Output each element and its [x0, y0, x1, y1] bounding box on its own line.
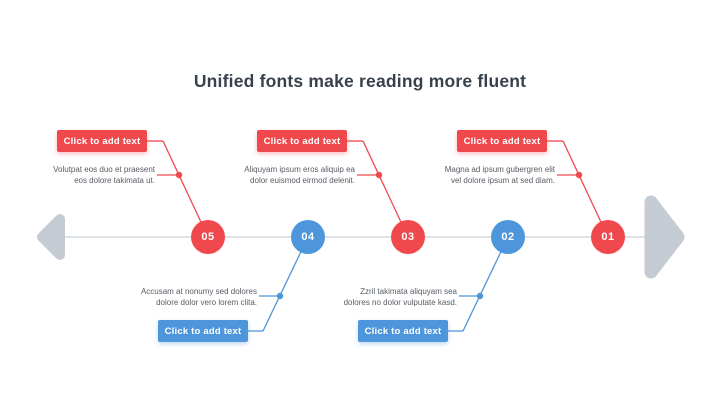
milestone-node-02: 02: [491, 220, 525, 254]
milestone-description-03: Aliquyam ipsum eros aliquip ea dolor eui…: [244, 165, 355, 185]
timeline-start-arrow-icon: [37, 214, 65, 260]
add-text-button-05[interactable]: Click to add text: [57, 130, 147, 152]
connector-dot: [276, 292, 284, 300]
add-text-button-02[interactable]: Click to add text: [358, 320, 448, 342]
slide-title: Unified fonts make reading more fluent: [193, 71, 527, 91]
milestone-description-02: Zzril takimata aliquyam sea dolores no d…: [343, 287, 457, 307]
add-text-button-04[interactable]: Click to add text: [158, 320, 248, 342]
milestone-node-04: 04: [291, 220, 325, 254]
milestone-description-05: Volutpat eos duo et praesent eos dolore …: [53, 165, 155, 185]
timeline-end-arrow-icon: [644, 195, 685, 279]
milestone-node-05: 05: [191, 220, 225, 254]
connector-dot: [575, 171, 583, 179]
milestone-description-04: Accusam at nonumy sed dolores dolore dol…: [140, 287, 257, 307]
milestone-description-01: Magna ad ipsum gubergren elit vel dolore…: [444, 165, 555, 185]
add-text-button-01[interactable]: Click to add text: [457, 130, 547, 152]
connector-dot: [375, 171, 383, 179]
connector-dot: [476, 292, 484, 300]
add-text-button-03[interactable]: Click to add text: [257, 130, 347, 152]
milestone-node-01: 01: [591, 220, 625, 254]
milestone-node-03: 03: [391, 220, 425, 254]
connector-dot: [175, 171, 183, 179]
